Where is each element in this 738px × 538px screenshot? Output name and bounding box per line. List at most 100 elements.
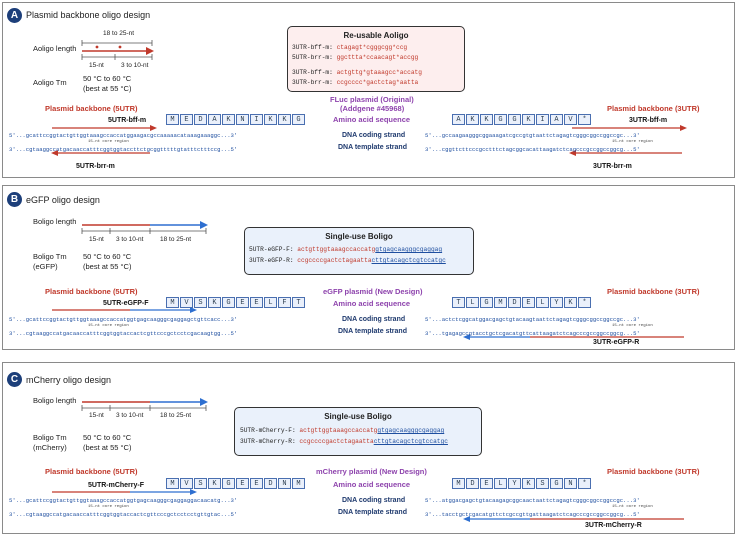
c-core-left: 15-nt core region [88,505,129,509]
b-template-label: DNA template strand [338,328,407,335]
aa-cell: K [480,114,493,125]
boligo-seg-left: 15-nt [89,236,104,243]
aa-cell: V [180,478,193,489]
aa-cell: E [236,297,249,308]
c-backbone-right: Plasmid backbone (3UTR) [607,467,700,476]
panel-b-badge: B [7,192,22,207]
aa-cell: N [278,478,291,489]
aa-cell: D [508,297,521,308]
aoligo-seq: ggcttta*ccaacagt*accgg [336,54,419,61]
boligo-tm-label: Boligo Tm [33,252,67,261]
aoligo-seg-left: 15-nt [89,62,104,69]
aoligo-seq: ctagagt*cgggcgg*ccg [336,44,408,51]
aa-cell: * [578,297,591,308]
panel-a-title: Plasmid backbone oligo design [26,10,151,20]
aa-cell: M [452,478,465,489]
boligo-row: 3UTR-eGFP-R: ccgccccgactctagaattacttgtac… [249,257,446,264]
b-aa-label: Amino acid sequence [333,299,411,308]
aa-cell: G [480,297,493,308]
coligo-name: 5UTR-mCherry-F: [240,427,296,434]
aa-cell: L [466,297,479,308]
a-center-title: FLuc plasmid (Original) [330,95,414,104]
b-backbone-left: Plasmid backbone (5UTR) [45,287,138,296]
coligo-length-label: Boligo length [33,396,77,405]
aa-cell: I [536,114,549,125]
c-seq-coding-left: 5'...gcattccggtactgttggtaaagccaccatggtga… [9,497,238,504]
a-template-label: DNA template strand [338,144,407,151]
aa-cell: K [522,114,535,125]
aoligo-seg-mid: 3 to 10-nt [121,62,149,69]
aa-cell: E [236,478,249,489]
aa-cell: D [264,478,277,489]
boligo-title-c: Single-use Boligo [324,412,392,421]
aoligo-row: 3UTR-brr-m: ccgcccc*gactctag*aatta [292,79,418,86]
c-core-right: 15-nt core region [612,505,653,509]
aoligo-tm-label: Aoligo Tm [33,78,67,87]
single-use-boligo-box-b: Single-use Boligo 5UTR-eGFP-F: actgttggt… [244,227,474,275]
panel-c [2,362,735,534]
c-coding-label: DNA coding strand [342,497,406,504]
aoligo-seq: actgttg*gtaaagcc*accatg [336,69,422,76]
b-backbone-right: Plasmid backbone (3UTR) [607,287,700,296]
panel-a [2,2,735,178]
c-primer-3utr-mcherry-r: 3UTR-mCherry-R [585,522,642,529]
aa-cell: S [194,297,207,308]
coligo-name: 3UTR-mCherry-R: [240,438,296,445]
a-aa-label: Amino acid sequence [333,115,411,124]
aa-cell: N [564,478,577,489]
aoligo-name: 3UTR-brr-m: [292,79,333,86]
a-core-left: 15-nt core region [88,140,129,144]
aa-cell: G [550,478,563,489]
a-seq-template-right: 3'...cggttcttcccgcctttctagcggcacattaagat… [425,146,640,153]
a-seq-coding-left: 5'...gcattccggtactgttggtaaagccaccatggaag… [9,132,238,139]
aoligo-name: 3UTR-bff-m: [292,69,333,76]
aa-cell: K [522,478,535,489]
b-seq-template-left: 3'...cgtaaggccatgacaaccatttcggtggtaccact… [9,330,238,337]
panel-c-badge: C [7,372,22,387]
boligo-name: 3UTR-eGFP-R: [249,257,294,264]
aa-cell: S [536,478,549,489]
b-coding-label: DNA coding strand [342,316,406,323]
boligo-seq-blue: gtgagcaagggcgaggag [375,246,443,253]
aa-cell: I [250,114,263,125]
aa-cell: K [264,114,277,125]
reusable-aoligo-box: Re-usable Aoligo 3UTR-bff-m: ctagagt*cgg… [287,26,465,92]
single-use-boligo-box-c: Single-use Boligo 5UTR-mCherry-F: actgtt… [234,407,482,456]
aoligo-name: 5UTR-brr-m: [292,54,333,61]
c-template-label: DNA template strand [338,509,407,516]
a-seq-coding-right: 5'...gccaagaagggcggaaagatcgccgtgtaattcta… [425,132,640,139]
aa-cell: S [194,478,207,489]
aa-cell: M [166,114,179,125]
b-primer-5utr-egfp-f: 5UTR-eGFP-F [103,300,149,307]
aa-cell: G [222,478,235,489]
aoligo-seg-top: 18 to 25-nt [103,30,135,37]
aa-cell: A [452,114,465,125]
aoligo-seq: ccgcccc*gactctag*aatta [336,79,419,86]
aa-cell: L [536,297,549,308]
aa-cell: V [180,297,193,308]
coligo-tm-label: Boligo Tm [33,433,67,442]
aa-cell: G [494,114,507,125]
aa-cell: Y [550,297,563,308]
a-primer-3utr-brr: 3UTR-brr-m [593,163,632,170]
aa-cell: T [292,297,305,308]
coligo-seq-red: actgttggtaaagccaccatg [299,427,378,434]
coligo-row: 5UTR-mCherry-F: actgttggtaaagccaccatggtg… [240,427,444,434]
aoligo-length-label: Aoligo length [33,44,77,53]
aa-cell: E [250,297,263,308]
a-primer-5utr-bff: 5UTR-bff-m [108,117,147,124]
boligo-seq-blue: cttgtacagctcgtccatgc [371,257,446,264]
aa-cell: L [494,478,507,489]
aa-cell: L [264,297,277,308]
aa-cell: V [564,114,577,125]
aa-cell: D [466,478,479,489]
aa-cell: K [278,114,291,125]
coligo-tm-label2: (mCherry) [33,443,67,452]
aa-cell: K [208,297,221,308]
boligo-length-label: Boligo length [33,217,77,226]
